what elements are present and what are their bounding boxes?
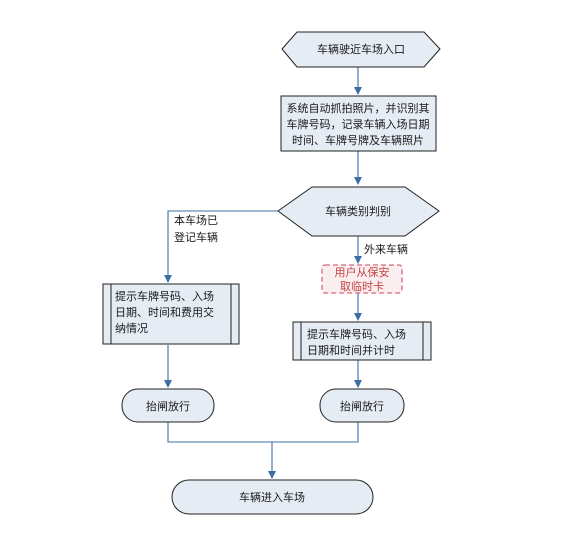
end-node: 车辆进入车场 <box>171 479 374 515</box>
start-label: 车辆驶近车场入口 <box>317 42 405 56</box>
registered-prompt-line-3: 纳情况 <box>115 322 148 335</box>
guard-ticket-box <box>321 264 403 294</box>
gate-right-shape <box>319 388 405 423</box>
start-shape <box>281 31 441 68</box>
capture-line-2: 车牌号码，记录车辆入场日期 <box>287 117 430 131</box>
capture-line-1: 系统自动抓拍照片，并识别其 <box>287 101 430 115</box>
end-label: 车辆进入车场 <box>239 490 305 504</box>
capture-node: 系统自动抓拍照片，并识别其 车牌号码，记录车辆入场日期 时间、车牌号牌及车辆照片 <box>280 95 437 152</box>
gate-left-label: 抬闸放行 <box>146 399 190 413</box>
registered-prompt-line-1: 提示车牌号码、入场 <box>115 289 214 303</box>
decision-shape <box>277 186 440 237</box>
start-node: 车辆驶近车场入口 <box>281 31 441 68</box>
edge-gates-join <box>167 422 359 443</box>
gate-left-shape <box>121 388 215 423</box>
external-prompt-line-1: 提示车牌号码、入场 <box>307 327 406 341</box>
edges <box>164 67 362 479</box>
gate-right-label: 抬闸放行 <box>340 399 384 413</box>
guard-ticket-line-2: 取临时卡 <box>340 279 384 293</box>
registered-prompt-line-2: 日期、时间和费用交 <box>115 305 214 319</box>
gate-right-node: 抬闸放行 <box>319 388 405 423</box>
external-prompt-box <box>292 321 432 361</box>
end-shape <box>171 479 374 515</box>
external-prompt-line-2: 日期和时间并计时 <box>307 343 395 357</box>
capture-line-3: 时间、车牌号牌及车辆照片 <box>292 133 424 147</box>
branch-registered-line-2: 登记车辆 <box>174 230 218 244</box>
branch-external-label: 外来车辆 <box>364 242 408 256</box>
branch-registered-line-1: 本车场已 <box>174 213 218 227</box>
guard-ticket-line-1: 用户从保安 <box>335 265 390 279</box>
external-prompt-node: 提示车牌号码、入场 日期和时间并计时 <box>292 321 432 361</box>
capture-box <box>280 95 437 152</box>
gate-left-node: 抬闸放行 <box>121 388 215 423</box>
edge-decision-to-registered <box>164 210 278 283</box>
registered-prompt-node: 提示车牌号码、入场 日期、时间和费用交 纳情况 <box>102 283 240 345</box>
decision-node: 车辆类别判别 <box>277 186 440 237</box>
decision-label: 车辆类别判别 <box>325 204 391 218</box>
registered-prompt-box <box>102 283 240 345</box>
guard-ticket-note: 用户从保安 取临时卡 <box>321 264 403 294</box>
